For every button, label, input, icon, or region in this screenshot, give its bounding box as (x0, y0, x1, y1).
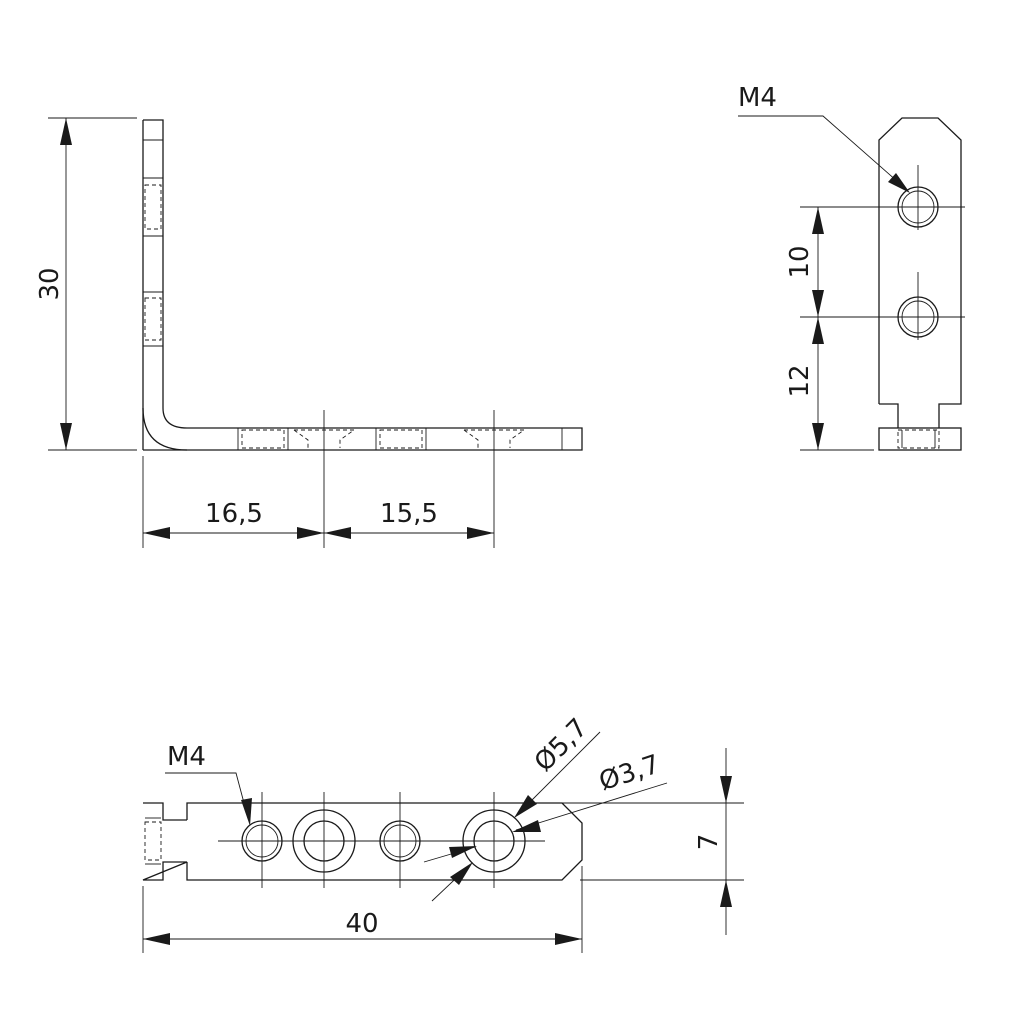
top-hole-thread-2 (379, 792, 421, 888)
side-thread-callout: M4 (738, 83, 910, 193)
bracket-bend (142, 407, 188, 451)
bracket-horizontal-leg (143, 427, 583, 451)
dim-pitch-label: 10 (785, 245, 815, 278)
dim-length: 40 (142, 866, 583, 953)
top-hole-counterbore-2 (462, 792, 526, 888)
dim-right-span-label: 15,5 (380, 499, 438, 529)
hidden-countersink-h2 (293, 410, 356, 470)
side-body-outline (878, 117, 962, 428)
dim-hole-label: Ø3,7 (595, 750, 663, 798)
side-hole-lower (897, 272, 939, 340)
top-end-block (142, 802, 188, 881)
hidden-thread-h3 (375, 428, 427, 450)
top-view: M4 Ø5,7 Ø3,7 7 (142, 713, 744, 953)
dim-left-span: 16,5 (143, 499, 324, 539)
side-view: 10 12 M4 (738, 83, 965, 451)
hidden-thread-lower (143, 291, 163, 347)
hidden-thread-h1 (237, 428, 289, 450)
dim-bottom: 12 (785, 317, 824, 450)
dim-right-span: 15,5 (324, 499, 494, 539)
dim-length-label: 40 (345, 909, 378, 939)
dim-width: 7 (560, 748, 744, 935)
dim-height: 30 (35, 117, 137, 451)
dim-left-span-label: 16,5 (205, 499, 263, 529)
top-hole-thread-1 (241, 792, 283, 888)
dim-counterbore: Ø5,7 (514, 713, 601, 818)
dim-width-label: 7 (694, 834, 724, 851)
dim-counterbore-label: Ø5,7 (529, 713, 594, 778)
hidden-thread-upper (143, 177, 163, 237)
dim-bottom-label: 12 (785, 364, 815, 397)
hidden-countersink-h4 (463, 410, 526, 470)
top-thread-callout: M4 (165, 742, 252, 826)
side-base (878, 427, 962, 451)
bracket-vertical-leg (142, 119, 164, 450)
side-hole-upper (897, 165, 939, 230)
dim-pitch: 10 (785, 207, 824, 317)
side-thread-label: M4 (738, 83, 777, 113)
top-thread-label: M4 (167, 742, 206, 772)
front-view: 30 16,5 15,5 (35, 117, 583, 548)
dim-height-label: 30 (35, 267, 65, 300)
top-hole-counterbore-1 (292, 792, 356, 888)
